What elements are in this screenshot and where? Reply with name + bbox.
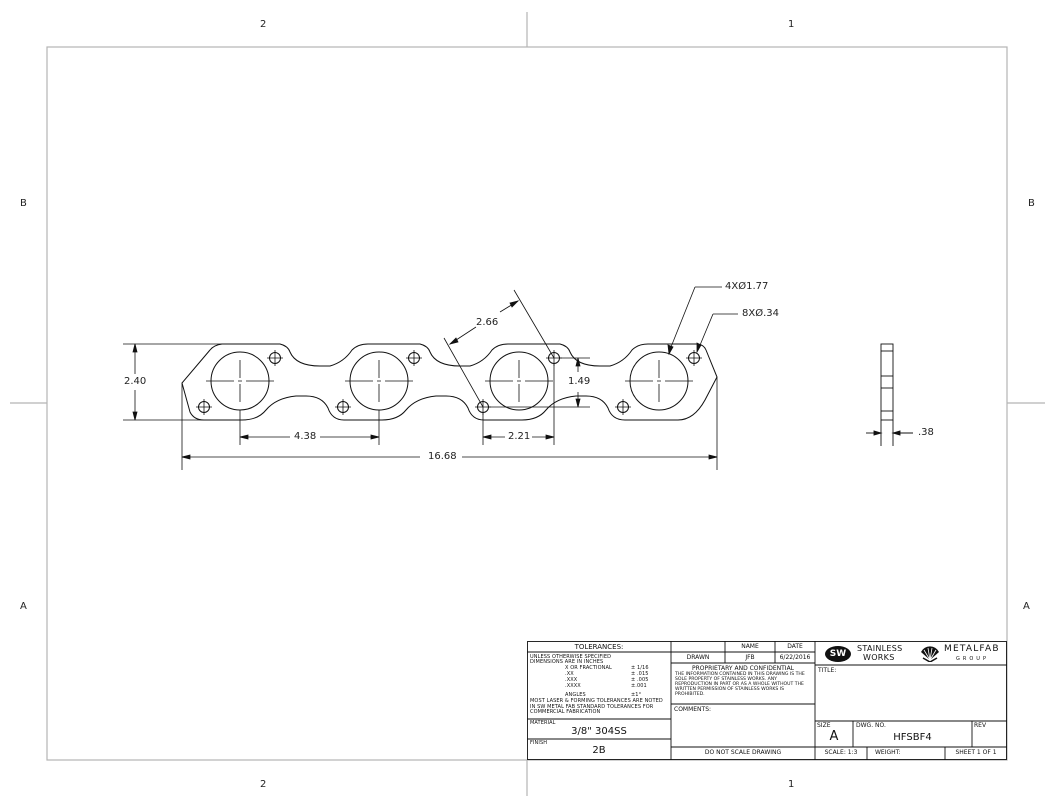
mf-line1: METALFAB	[944, 644, 1000, 654]
tol-value-4: ±1°	[631, 692, 642, 698]
tol-value-1: ± .015	[631, 671, 649, 677]
tol-value-0: ± 1/16	[631, 665, 649, 671]
title-block: TOLERANCES: UNLESS OTHERWISE SPECIFIED D…	[527, 641, 1007, 760]
tolerances-line2: DIMENSIONS ARE IN INCHES	[530, 659, 604, 665]
metalfab-logo: METALFAB GROUP	[920, 644, 1005, 664]
callout-bolt-holes: 8XØ.34	[742, 308, 779, 319]
tol-value-2: ± .005	[631, 677, 649, 683]
approval-name: JFB	[745, 654, 755, 661]
flange-side-view	[866, 343, 913, 446]
finish-label: FINISH	[530, 740, 548, 746]
tolerances-header: TOLERANCES:	[574, 643, 624, 651]
dim-overall-height: 2.40	[124, 376, 147, 387]
dim-thickness: .38	[918, 427, 934, 438]
stainless-works-logo: SW STAINLESS WORKS	[825, 644, 915, 664]
dwg-no-value: HFSBF4	[893, 732, 932, 743]
approval-col-name: NAME	[741, 643, 759, 650]
weight-field: WEIGHT:	[875, 749, 901, 756]
callout-port-holes: 4XØ1.77	[725, 281, 769, 292]
tolerances-line1: UNLESS OTHERWISE SPECIFIED	[530, 654, 612, 660]
zone-bottom-2: 2	[260, 779, 267, 790]
zone-bottom-1: 1	[788, 779, 795, 790]
tolerances-note: MOST LASER & FORMING TOLERANCES ARE NOTE…	[530, 698, 663, 715]
approval-row-drawn: DRAWN	[686, 654, 710, 661]
zone-top-2: 2	[260, 19, 267, 30]
tol-value-3: ±.001	[631, 683, 647, 689]
sheet-field: SHEET 1 OF 1	[955, 749, 997, 756]
center-marks	[196, 350, 702, 415]
tol-label-1: .XX	[565, 671, 574, 677]
metalfab-fan-icon	[921, 646, 939, 662]
dimension-lines	[123, 286, 738, 470]
size-label: SIZE	[817, 722, 831, 729]
size-value: A	[829, 729, 839, 744]
zone-top-1: 1	[788, 19, 795, 30]
comments-label: COMMENTS:	[674, 706, 712, 713]
flange-front-view	[181, 343, 718, 421]
mf-line2: GROUP	[956, 656, 989, 662]
dim-port-spacing: 4.38	[294, 431, 317, 442]
scale-field: SCALE: 1:3	[824, 749, 858, 756]
tol-label-2: .XXX	[565, 677, 578, 683]
approval-date: 6/22/2016	[779, 654, 811, 661]
finish-value: 2B	[592, 745, 606, 756]
proprietary-body: THE INFORMATION CONTAINED IN THIS DRAWIN…	[675, 672, 805, 697]
zone-left-b: B	[20, 198, 27, 209]
zone-right-b: B	[1028, 198, 1035, 209]
tol-label-4: ANGLES	[565, 692, 586, 698]
zone-left-a: A	[20, 601, 27, 612]
tol-label-0: X OR FRACTIONAL	[565, 665, 612, 671]
material-value: 3/8" 304SS	[571, 726, 627, 737]
tol-label-3: .XXXX	[565, 683, 581, 689]
zone-right-a: A	[1023, 601, 1030, 612]
approval-col-date: DATE	[787, 643, 803, 650]
dim-bolt-diagonal: 2.66	[476, 317, 499, 328]
sw-line1: STAINLESS	[857, 644, 903, 653]
material-label: MATERIAL	[530, 720, 556, 726]
proprietary-header: PROPRIETARY AND CONFIDENTIAL	[691, 665, 795, 672]
dwg-no-label: DWG. NO.	[856, 722, 886, 729]
flange-outline	[181, 343, 718, 421]
rev-label: REV	[974, 722, 987, 729]
title-block-grid	[527, 641, 1007, 760]
sheet-frame	[10, 12, 1045, 796]
sw-line2: WORKS	[863, 653, 895, 662]
do-not-scale: DO NOT SCALE DRAWING	[704, 749, 782, 756]
sw-badge-icon: SW	[825, 646, 851, 662]
dim-bolt-spacing-y: 1.49	[568, 376, 591, 387]
dim-bolt-spacing-x: 2.21	[508, 431, 531, 442]
title-label: TITLE:	[818, 667, 837, 674]
dim-overall-length: 16.68	[428, 451, 457, 462]
